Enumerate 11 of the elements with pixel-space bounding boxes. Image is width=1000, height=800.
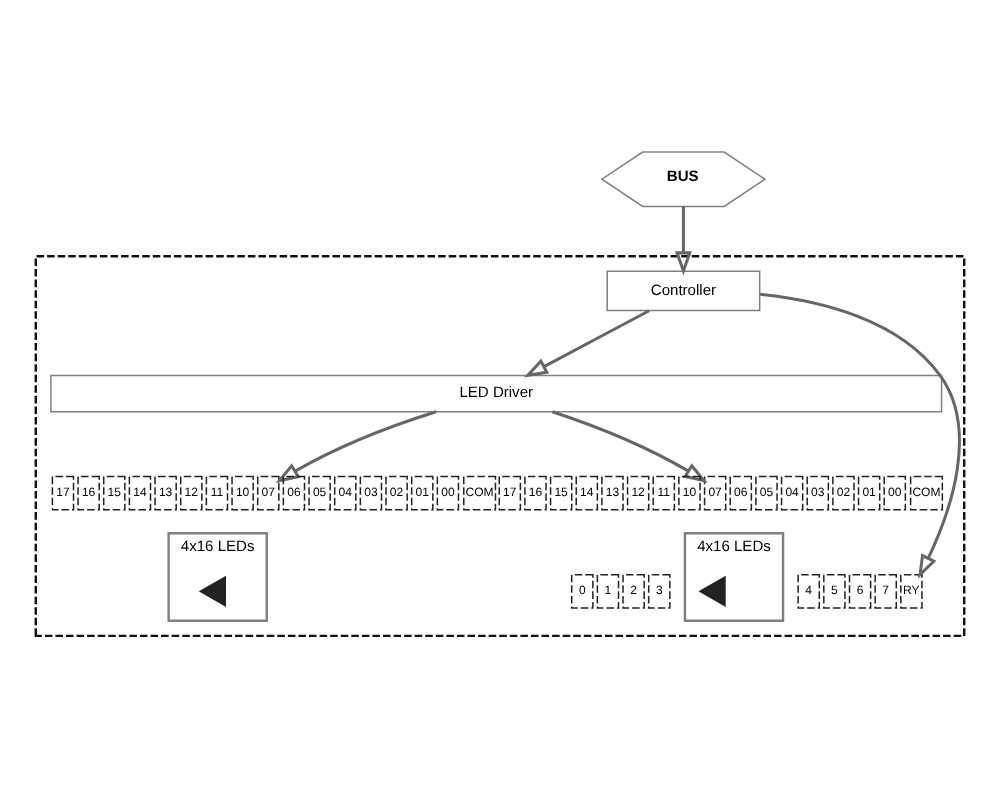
cluster: 4x16 LEDs xyxy=(167,532,268,622)
node-box: LED Driver xyxy=(50,374,943,413)
arrow xyxy=(674,206,692,276)
node-picture xyxy=(198,575,226,607)
arrow xyxy=(551,410,708,483)
arrow xyxy=(523,309,650,378)
arrow xyxy=(275,410,437,483)
arrow xyxy=(759,292,961,579)
node-picture xyxy=(698,575,726,607)
cluster: 4x16 LEDs xyxy=(683,532,785,622)
node-box: Controller xyxy=(606,270,761,312)
